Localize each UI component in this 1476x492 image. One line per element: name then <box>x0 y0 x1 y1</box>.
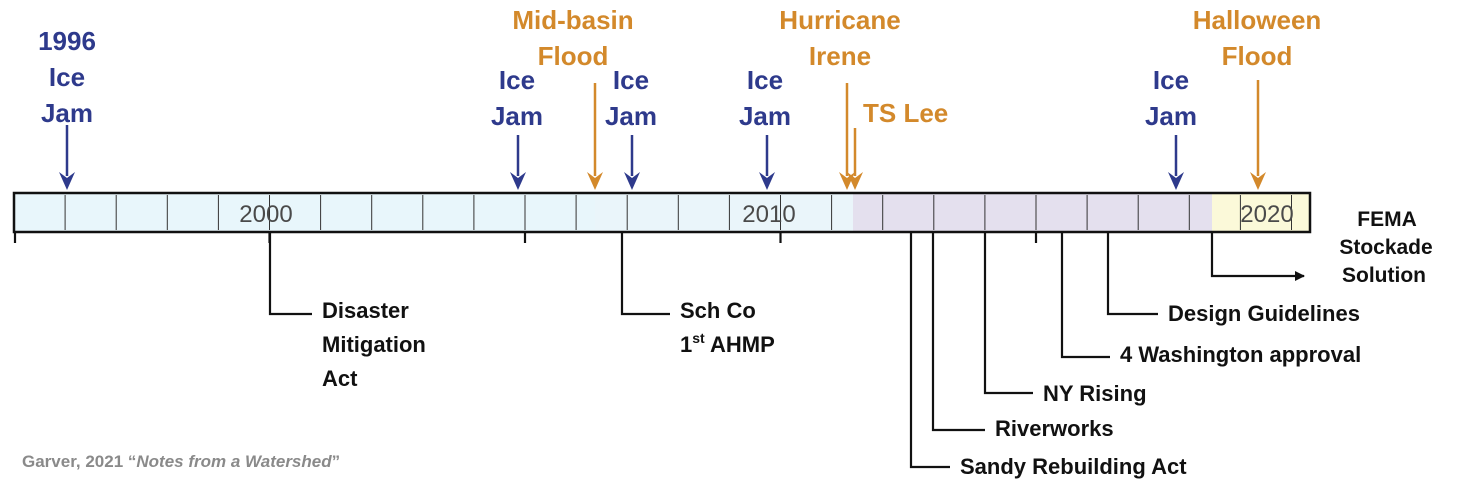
year-label: 2010 <box>742 201 795 228</box>
leader-line <box>268 232 312 316</box>
era-band-2 <box>853 193 1212 232</box>
down-arrow-icon <box>510 172 526 190</box>
timeline-frame <box>12 191 1312 234</box>
timeline-bar: 2000 2010 2020 <box>12 191 1312 243</box>
year-label: 2020 <box>1240 201 1293 228</box>
top-event-label: Ice <box>499 65 535 95</box>
top-event-7: TS Lee <box>847 98 948 190</box>
top-event-label: TS Lee <box>863 98 948 128</box>
credit-title: Notes from a Watershed <box>136 452 332 471</box>
fema-label: Stockade <box>1339 236 1432 259</box>
down-arrow-icon <box>1250 172 1266 190</box>
leader-line <box>1106 232 1158 316</box>
bottom-event-7: Sandy Rebuilding Act <box>909 232 1187 479</box>
top-event-label: Ice <box>1153 65 1189 95</box>
down-arrow-icon <box>1168 172 1184 190</box>
down-arrow-icon <box>59 172 75 190</box>
ordinal-label: 1st AHMP <box>680 330 775 357</box>
top-event-label: Flood <box>1222 41 1293 71</box>
top-event-label: Mid-basin <box>512 5 633 35</box>
year-label: 2000 <box>239 201 292 228</box>
bottom-event-label: Sch Co <box>680 298 756 323</box>
source-credit: Garver, 2021 “Notes from a Watershed” <box>22 452 340 471</box>
leader-line <box>1060 232 1110 359</box>
credit-suffix: ” <box>332 452 341 471</box>
era-band-3 <box>1212 193 1310 232</box>
top-event-label: Halloween <box>1193 5 1322 35</box>
leader-line <box>909 232 950 469</box>
top-event-label: Irene <box>809 41 871 71</box>
top-event-label: Hurricane <box>779 5 900 35</box>
fema-label: Solution <box>1342 264 1426 287</box>
top-event-label: Jam <box>41 98 93 128</box>
bottom-event-label: Riverworks <box>995 416 1114 441</box>
bottom-event-label: Mitigation <box>322 332 426 357</box>
top-event-label: Flood <box>538 41 609 71</box>
bottom-event-label: Sandy Rebuilding Act <box>960 454 1187 479</box>
bottom-event-label: 4 Washington approval <box>1120 342 1361 367</box>
right-arrow-icon <box>1210 232 1305 281</box>
era-band-1 <box>14 193 595 232</box>
leader-line <box>620 232 670 316</box>
bottom-event-label: Act <box>322 366 358 391</box>
bottom-event-label: Design Guidelines <box>1168 301 1360 326</box>
top-events: 1996IceJamIceJamMid-basinFloodIceJamIceJ… <box>38 5 1321 190</box>
top-event-label: 1996 <box>38 26 96 56</box>
down-arrow-icon <box>847 172 863 190</box>
down-arrow-icon <box>624 172 640 190</box>
leader-line <box>931 232 985 432</box>
top-event-label: Jam <box>739 101 791 131</box>
top-event-label: Ice <box>613 65 649 95</box>
top-event-label: Jam <box>605 101 657 131</box>
bottom-event-3: Design Guidelines <box>1106 232 1360 326</box>
credit-prefix: Garver, 2021 “ <box>22 452 136 471</box>
bottom-event-4: 4 Washington approval <box>1060 232 1361 367</box>
top-event-label: Ice <box>747 65 783 95</box>
bottom-event-2: Sch Co 1st AHMP <box>620 232 775 357</box>
top-event-label: Jam <box>1145 101 1197 131</box>
bottom-event-5: NY Rising <box>983 232 1147 406</box>
bottom-event-label: Disaster <box>322 298 409 323</box>
top-event-label: Jam <box>491 101 543 131</box>
bottom-event-label: NY Rising <box>1043 381 1147 406</box>
era-band-1b <box>595 193 853 232</box>
down-arrow-icon <box>587 172 603 190</box>
fema-label: FEMA <box>1357 208 1417 231</box>
bottom-event-6: Riverworks <box>931 232 1114 441</box>
down-arrow-icon <box>759 172 775 190</box>
leader-line <box>983 232 1033 395</box>
top-event-label: Ice <box>49 62 85 92</box>
